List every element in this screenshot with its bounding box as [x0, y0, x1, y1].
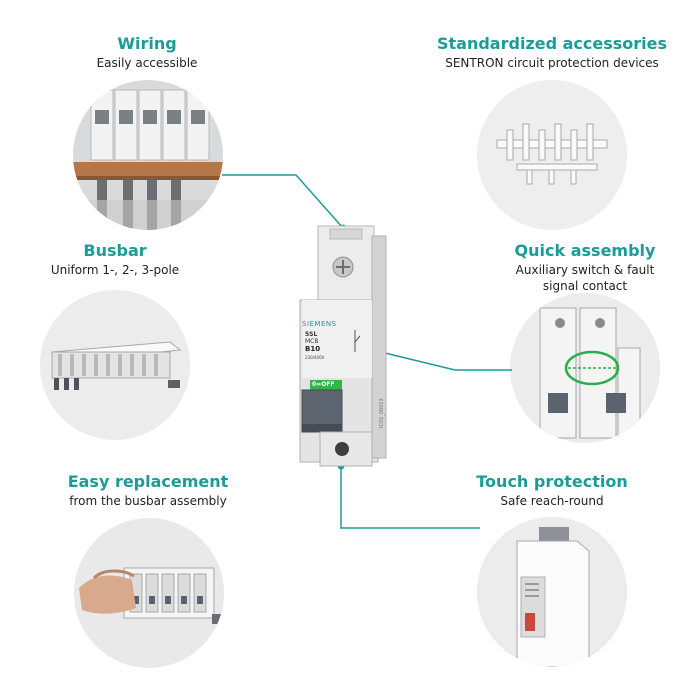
busbar-illustration	[40, 290, 190, 440]
wiring-title: Wiring	[117, 34, 177, 53]
device-model-line2: MCB	[305, 338, 319, 345]
replacement-subtitle: from the busbar assembly	[69, 494, 227, 508]
assembly-image-circle	[510, 293, 660, 443]
assembly-title: Quick assembly	[514, 241, 656, 260]
replacement-image-circle	[74, 518, 224, 668]
touch-illustration	[477, 517, 627, 667]
accessories-title: Standardized accessories	[436, 34, 668, 53]
touch-image-circle	[477, 517, 627, 667]
busbar-image-circle	[40, 290, 190, 440]
device-brand: SIEMENS	[302, 320, 337, 328]
device-rating: B10	[305, 345, 321, 353]
assembly-subtitle-line1: Auxiliary switch & fault	[515, 263, 655, 277]
accessories-illustration	[477, 80, 627, 230]
device-voltage: 230/400V	[305, 355, 325, 360]
device-model-line1: 5SL	[305, 331, 318, 338]
wiring-connector	[222, 174, 344, 229]
accessories-subtitle: SENTRON circuit protection devices	[445, 56, 659, 70]
assembly-illustration	[510, 293, 660, 443]
switch-state-label: 0=OFF	[312, 381, 335, 388]
touch-connector	[340, 466, 480, 529]
accessories-image-circle	[477, 80, 627, 230]
busbar-subtitle: Uniform 1-, 2-, 3-pole	[50, 263, 180, 277]
assembly-connector	[355, 345, 512, 371]
assembly-subtitle-line2: signal contact	[542, 279, 628, 293]
wiring-image-circle	[73, 80, 223, 230]
touch-subtitle: Safe reach-round	[500, 494, 604, 508]
wiring-illustration	[73, 80, 223, 230]
busbar-title: Busbar	[83, 241, 147, 260]
replacement-title: Easy replacement	[67, 472, 229, 491]
wiring-subtitle: Easily accessible	[96, 56, 198, 70]
figure-id: IC02_00013	[379, 398, 385, 428]
touch-title: Touch protection	[476, 472, 628, 491]
replacement-illustration	[74, 518, 224, 668]
